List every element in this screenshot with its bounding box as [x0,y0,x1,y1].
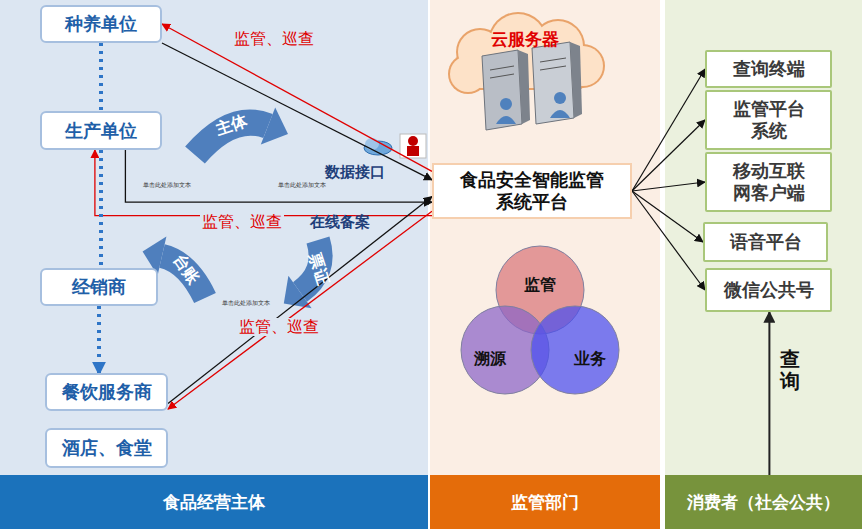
node-text: 业务 [572,349,608,370]
curved-arrow [195,107,288,155]
node-text: 食品经营主体 [163,491,265,514]
node-text: 微信公共号 [724,279,814,301]
edge-label: 监管、巡查 [200,213,284,231]
interface-icons [364,134,426,158]
connector [632,191,705,290]
note-label: 单击此处添加文本 [143,182,191,189]
edge-label: 监管、巡查 [232,30,316,48]
connector [162,43,432,180]
middle-panel [430,0,660,475]
process-box: 生产单位 [40,111,162,150]
node-text: 生产单位 [65,120,137,142]
node-text: 溯源 [472,349,508,370]
note-label: 单击此处添加文本 [278,182,326,189]
cloud-node: 云服务器 [440,12,610,134]
process-box: 经销商 [40,268,158,306]
node-text: 种养单位 [65,13,137,35]
terminal-box: 微信公共号 [705,268,832,312]
node-text: 监管 [522,275,558,296]
node-text: 食品安全智能监管系统平台 [458,169,606,212]
terminal-box: 查询终端 [705,50,832,88]
footer-band: 消费者（社会公共） [665,475,862,529]
terminal-box: 语音平台 [703,222,828,262]
connector [95,150,432,216]
connector [632,191,703,242]
left-panel [0,0,428,475]
connector [632,120,705,191]
connector [768,312,770,475]
node-text: 监管平台系统 [730,98,807,141]
node-text: 移动互联网客户端 [730,160,807,203]
terminal-box: 移动互联网客户端 [705,152,832,212]
right-panel [665,0,862,475]
connector [632,69,705,191]
connector [97,306,101,373]
venn-circle: 业务 [530,305,620,395]
note-label: 单击此处添加文本 [222,300,270,307]
footer-band: 监管部门 [430,475,660,529]
process-box: 种养单位 [40,5,162,43]
platform-box: 食品安全智能监管系统平台 [432,163,632,219]
terminal-box: 监管平台系统 [705,90,832,150]
connector [125,150,432,202]
connector [99,150,103,268]
node-text: 监管部门 [511,491,579,514]
edge-label: 监管、巡查 [237,318,321,336]
connector [168,197,432,404]
connector [168,211,432,409]
node-text: 查询终端 [733,58,805,80]
connector [632,182,705,191]
note-label: 数据接口 [325,164,385,181]
node-text: 经销商 [72,276,126,298]
footer-band: 食品经营主体 [0,475,428,529]
node-text: 消费者（社会公共） [687,491,840,514]
node-text: 云服务器 [440,28,610,51]
node-text: 酒店、食堂 [62,437,152,459]
process-box: 餐饮服务商 [45,373,168,411]
connector [99,43,103,111]
process-box: 酒店、食堂 [45,428,168,468]
note-label: 在线备案 [310,214,370,231]
node-text: 餐饮服务商 [62,381,152,403]
connector [162,24,432,171]
edge-label: 查询 [778,348,802,392]
node-text: 语音平台 [730,231,802,253]
